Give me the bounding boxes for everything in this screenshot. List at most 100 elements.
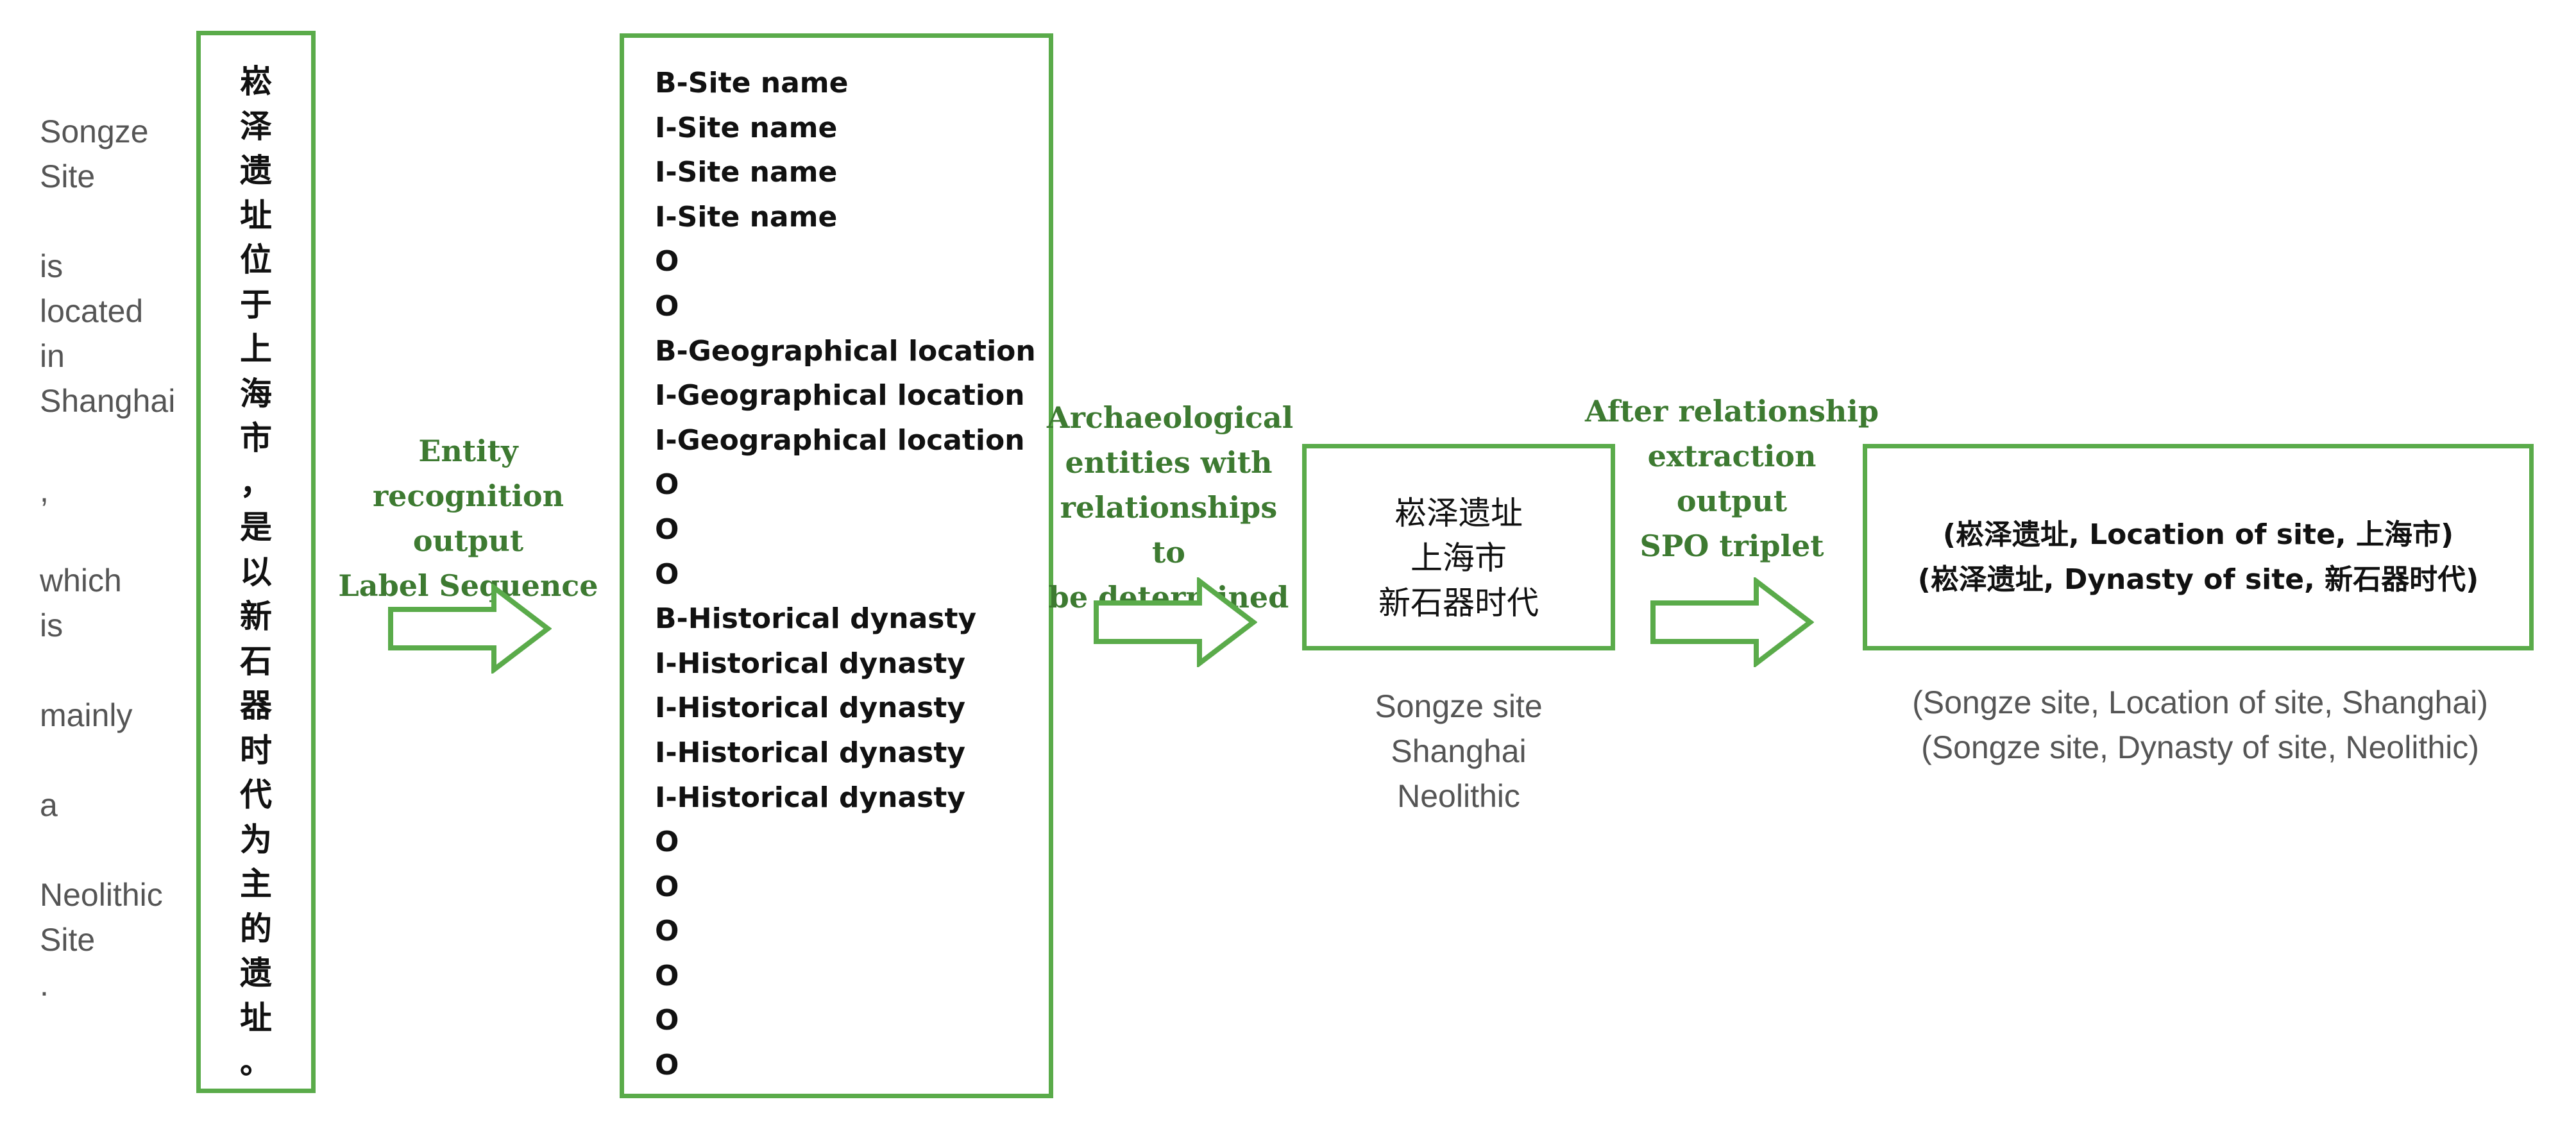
caption-line: output	[1676, 484, 1788, 518]
english-word	[40, 738, 175, 783]
chinese-char: 主	[240, 865, 272, 903]
entities-zh-list: 崧泽遗址 上海市 新石器时代	[1307, 491, 1611, 625]
chinese-char: 。	[240, 1044, 272, 1081]
label-item: O	[655, 245, 679, 278]
label-item: I-Historical dynasty	[655, 736, 966, 769]
chinese-char: 于	[240, 285, 272, 323]
spo-triplet-box: (崧泽遗址, Location of site, 上海市) (崧泽遗址, Dyn…	[1863, 444, 2534, 650]
chinese-char: 石	[240, 642, 272, 680]
english-word: ,	[40, 473, 49, 509]
caption-line: After relationship	[1584, 394, 1879, 429]
entity-zh: 新石器时代	[1378, 584, 1539, 622]
entity-en: Shanghai	[1391, 733, 1527, 769]
label-item: I-Historical dynasty	[655, 781, 966, 814]
caption-line: entities with	[1065, 445, 1273, 480]
english-word: .	[40, 967, 49, 1003]
chinese-sentence-column: 崧 泽 遗 址 位 于 上 海 市 ， 是 以 新 石 器 时 代 为 主 的 …	[201, 60, 311, 1085]
label-item: O	[655, 289, 679, 323]
label-item: I-Historical dynasty	[655, 692, 966, 725]
caption-relationship-extraction: After relationship extraction output SPO…	[1565, 389, 1899, 568]
chinese-char: 新	[240, 598, 272, 635]
label-item: O	[655, 959, 679, 992]
label-item: O	[655, 1049, 679, 1082]
chinese-char: 器	[240, 687, 272, 724]
caption-line: extraction	[1647, 439, 1817, 473]
english-word: is	[40, 248, 64, 284]
english-word	[40, 513, 175, 558]
chinese-sentence-box: 崧 泽 遗 址 位 于 上 海 市 ， 是 以 新 石 器 时 代 为 主 的 …	[196, 31, 316, 1093]
label-item: I-Historical dynasty	[655, 647, 966, 680]
label-item: I-Site name	[655, 156, 838, 189]
label-item: O	[655, 1004, 679, 1037]
label-sequence-list: B-Site name I-Site name I-Site name I-Si…	[655, 61, 1036, 1088]
english-word: mainly	[40, 697, 133, 733]
label-item: O	[655, 915, 679, 948]
english-word: is	[40, 607, 64, 643]
english-word: located	[40, 293, 144, 329]
english-word: Songze	[40, 114, 149, 149]
caption-line: SPO triplet	[1640, 529, 1824, 563]
arrow-right-icon	[387, 584, 552, 674]
entity-zh: 上海市	[1411, 539, 1507, 577]
triplet-en: (Songze site, Location of site, Shanghai…	[1912, 684, 2488, 720]
chinese-char: 的	[240, 910, 272, 947]
triplets-zh-list: (崧泽遗址, Location of site, 上海市) (崧泽遗址, Dyn…	[1867, 513, 2529, 602]
chinese-char: 上	[240, 330, 272, 368]
english-word: Shanghai	[40, 383, 176, 419]
label-item: O	[655, 870, 679, 903]
triplets-en-list: (Songze site, Location of site, Shanghai…	[1847, 680, 2553, 770]
entity-zh: 崧泽遗址	[1394, 495, 1523, 532]
chinese-char: ，	[240, 464, 272, 502]
entity-en: Songze site	[1375, 688, 1543, 724]
arrow-right-icon	[1650, 577, 1814, 667]
chinese-char: 泽	[240, 107, 272, 145]
chinese-char: 市	[240, 420, 272, 457]
chinese-char: 以	[240, 553, 272, 591]
label-item: I-Site name	[655, 200, 838, 233]
english-word: which	[40, 563, 122, 598]
label-sequence-box: B-Site name I-Site name I-Site name I-Si…	[620, 33, 1053, 1098]
label-item: B-Geographical location	[655, 334, 1036, 368]
triplet-zh: (崧泽遗址, Dynasty of site, 新石器时代)	[1917, 563, 2479, 596]
english-word	[40, 828, 175, 872]
chinese-char: 为	[240, 820, 272, 858]
english-word	[40, 199, 175, 244]
label-item: I-Site name	[655, 111, 838, 144]
chinese-char: 崧	[240, 63, 272, 100]
label-item: O	[655, 557, 679, 591]
caption-entity-recognition: Entity recognition output Label Sequence	[321, 429, 616, 608]
entities-en-list: Songze site Shanghai Neolithic	[1302, 684, 1615, 819]
chinese-char: 代	[240, 776, 272, 813]
label-item: B-Historical dynasty	[655, 602, 977, 636]
chinese-char: 址	[240, 196, 272, 234]
caption-line: output	[412, 523, 524, 558]
caption-line: Entity recognition	[372, 434, 564, 513]
chinese-char: 是	[240, 509, 272, 546]
chinese-char: 遗	[240, 955, 272, 992]
english-word: Site	[40, 158, 96, 194]
label-item: B-Site name	[655, 67, 849, 99]
english-word: a	[40, 787, 58, 823]
label-item: I-Geographical location	[655, 423, 1025, 457]
english-word: Neolithic	[40, 877, 163, 913]
entities-box: 崧泽遗址 上海市 新石器时代	[1302, 444, 1615, 650]
english-word: in	[40, 338, 65, 374]
english-sentence-column: Songze Site is located in Shanghai , whi…	[40, 109, 175, 1007]
english-word	[40, 648, 175, 693]
chinese-char: 位	[240, 241, 272, 278]
triplet-en: (Songze site, Dynasty of site, Neolithic…	[1921, 729, 2479, 765]
entity-en: Neolithic	[1397, 778, 1520, 814]
chinese-char: 址	[240, 999, 272, 1037]
triplet-zh: (崧泽遗址, Location of site, 上海市)	[1942, 518, 2454, 551]
chinese-char: 海	[240, 375, 272, 412]
english-word: Site	[40, 922, 96, 958]
label-item: I-Geographical location	[655, 379, 1025, 412]
caption-line: relationships to	[1060, 490, 1278, 570]
chinese-char: 遗	[240, 152, 272, 189]
arrow-right-icon	[1093, 577, 1257, 667]
chinese-char: 时	[240, 731, 272, 769]
label-item: O	[655, 826, 679, 859]
caption-line: Archaeological	[1047, 400, 1294, 435]
caption-line: Label Sequence	[338, 568, 598, 603]
english-word	[40, 423, 175, 468]
